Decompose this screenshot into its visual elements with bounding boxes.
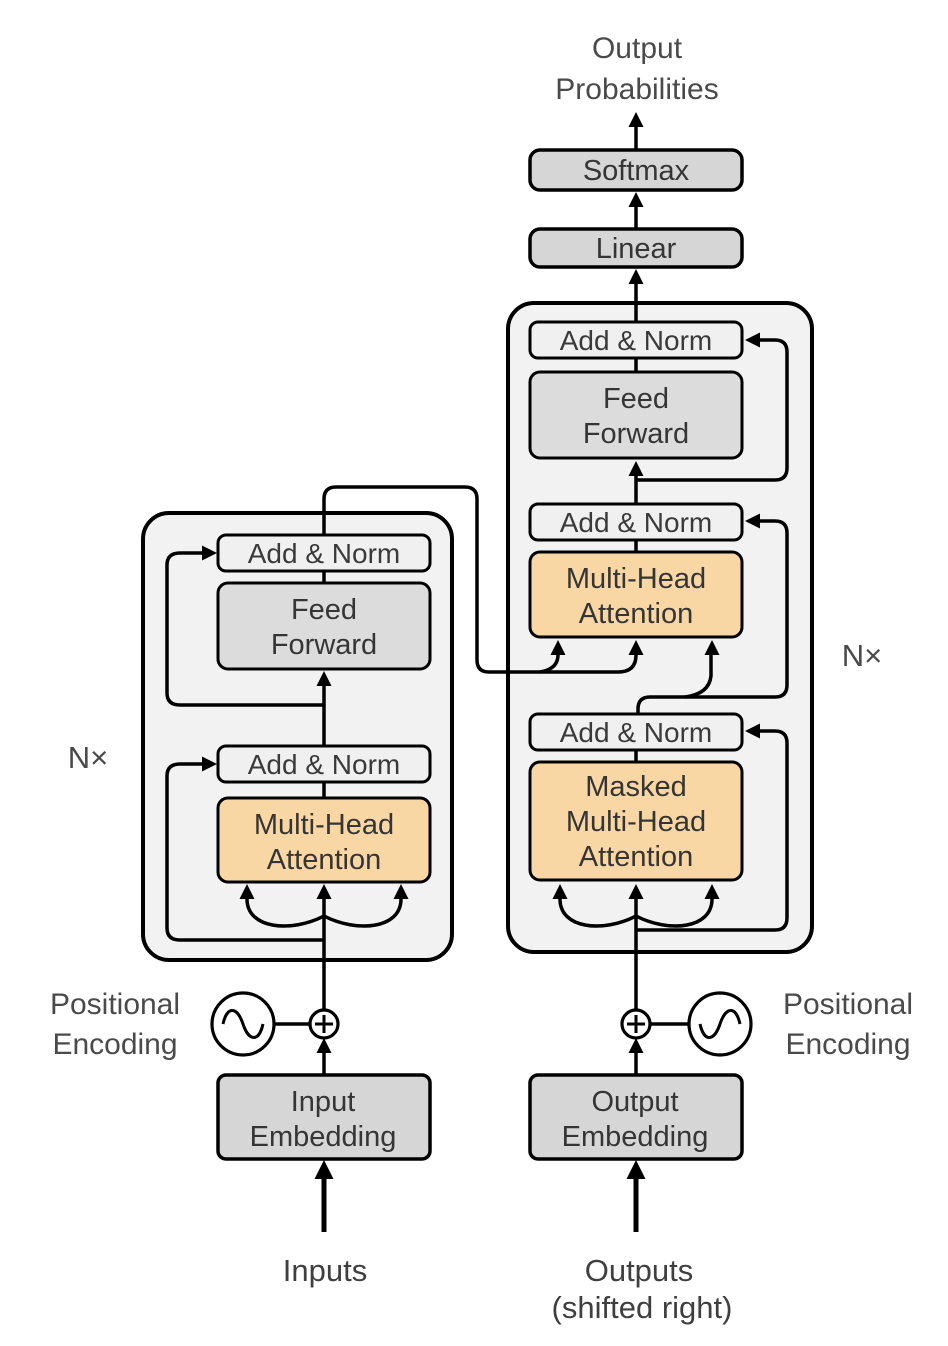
decoder-attention-label-line2: Attention (579, 598, 693, 630)
arrowhead-cross-attn-query (704, 640, 720, 655)
arrowhead-cross-attn-key (628, 640, 644, 655)
encoder-positional-encoding-group (210, 991, 340, 1057)
outputs-label-line1: Outputs (585, 1253, 694, 1288)
arrowhead-encoder-ff (316, 671, 332, 686)
arrowhead-masked-right (704, 884, 720, 899)
decoder-ff-residual-loop (636, 338, 789, 482)
arrowhead-decoder-attn-residual (745, 513, 760, 529)
decoder-feed-forward-label-line2: Forward (583, 418, 689, 450)
linear-label: Linear (596, 233, 677, 265)
masked-attention-label-line3: Attention (579, 841, 693, 873)
decoder-feed-forward-label-line1: Feed (603, 383, 669, 415)
linear-box (528, 227, 744, 269)
arrowhead-softmax (628, 192, 644, 207)
sine-wave-icon (221, 1009, 265, 1039)
arrowhead-encoder-attn-right (393, 884, 409, 899)
arrowhead-inputs (314, 1160, 334, 1179)
plus-glyph (315, 1015, 333, 1033)
arrowhead-output-adder (628, 1038, 644, 1053)
decoder-repeat-label: N× (842, 638, 883, 673)
decoder-query-arrow-curve (684, 655, 713, 699)
encoder-repeat-label: N× (68, 740, 109, 775)
masked-attention-label-line1: Masked (585, 771, 687, 803)
softmax-box (528, 148, 744, 192)
decoder-add-norm-top-box (528, 320, 744, 360)
decoder-add-norm-mid-label: Add & Norm (560, 507, 713, 538)
arrowhead-linear (628, 269, 644, 284)
masked-attention-right-split (635, 898, 714, 928)
plus-glyph (627, 1015, 645, 1033)
outputs-label-line2: (shifted right) (552, 1290, 733, 1325)
decoder-positional-label-line2: Encoding (785, 1028, 910, 1061)
arrowhead-masked-residual (745, 723, 760, 739)
softmax-label: Softmax (583, 155, 690, 187)
decoder-query-jog-and-residual-loop (636, 519, 789, 714)
encoder-attention-label-line1: Multi-Head (254, 809, 394, 841)
encoder-to-decoder-bridge (322, 485, 638, 674)
encoder-add-norm-top-box (216, 533, 432, 573)
arrowheads (202, 112, 760, 1179)
encoder-multi-head-attention-box (216, 796, 432, 884)
encoder-attention-residual-loop (165, 762, 324, 942)
arrowhead-encoder-attn-left (239, 884, 255, 899)
input-embedding-label-line1: Input (291, 1086, 356, 1118)
arrowhead-encoder-attn-residual (202, 756, 217, 772)
masked-attention-label-line2: Multi-Head (566, 806, 706, 838)
encoder-attention-left-split (245, 898, 325, 928)
decoder-add-norm-mid-box (528, 502, 744, 542)
output-embedding-label-line1: Output (591, 1086, 678, 1118)
encoder-add-norm-bottom-box (216, 744, 432, 784)
arrowhead-input-adder (316, 1038, 332, 1053)
decoder-feed-forward-box (528, 370, 744, 460)
output-probabilities-label-line2: Probabilities (555, 73, 718, 106)
encoder-positional-label-line2: Encoding (52, 1028, 177, 1061)
masked-attention-residual-loop (636, 729, 789, 932)
decoder-positional-encoding-group (620, 991, 753, 1057)
arrowhead-decoder-ff-residual (745, 332, 760, 348)
encoder-feed-forward-box (216, 581, 432, 671)
decoder-add-norm-bottom-box (528, 712, 744, 752)
inputs-label: Inputs (283, 1253, 367, 1288)
encoder-add-norm-top-label: Add & Norm (248, 538, 401, 569)
input-embedding-label-line2: Embedding (250, 1121, 397, 1153)
decoder-attention-label-line1: Multi-Head (566, 563, 706, 595)
arrowhead-cross-attn-value (550, 640, 566, 655)
encoder-add-norm-bottom-label: Add & Norm (248, 749, 401, 780)
arrowhead-masked-left (552, 884, 568, 899)
decoder-multi-head-attention-box (528, 550, 744, 639)
encoder-positional-label-line1: Positional (50, 988, 180, 1021)
output-probabilities-label-line1: Output (592, 32, 683, 65)
input-embedding-box (216, 1073, 432, 1161)
encoder-attention-label-line2: Attention (267, 844, 381, 876)
encoder-feed-forward-label-line1: Feed (291, 594, 357, 626)
arrowhead-masked-center (628, 884, 644, 899)
arrowhead-outputs (626, 1160, 646, 1179)
decoder-add-norm-bottom-label: Add & Norm (560, 717, 713, 748)
sine-wave-icon (698, 1009, 742, 1039)
arrowhead-encoder-ff-residual (202, 545, 217, 561)
encoder-attention-right-split (323, 898, 403, 928)
flow-lines (165, 127, 789, 1232)
output-embedding-box (528, 1073, 744, 1161)
decoder-positional-label-line1: Positional (783, 988, 913, 1021)
arrowhead-decoder-ff (628, 461, 644, 476)
masked-multi-head-attention-box (528, 760, 744, 882)
output-embedding-label-line2: Embedding (562, 1121, 709, 1153)
encoder-ff-residual-loop (165, 551, 324, 707)
decoder-add-norm-top-label: Add & Norm (560, 325, 713, 356)
encoder-feed-forward-label-line2: Forward (271, 629, 377, 661)
arrowhead-encoder-attn-center (316, 884, 332, 899)
encoder-to-decoder-key-branch (539, 654, 560, 674)
masked-attention-left-split (558, 898, 637, 928)
arrowhead-output (628, 112, 644, 127)
encoder-panel (141, 511, 454, 962)
